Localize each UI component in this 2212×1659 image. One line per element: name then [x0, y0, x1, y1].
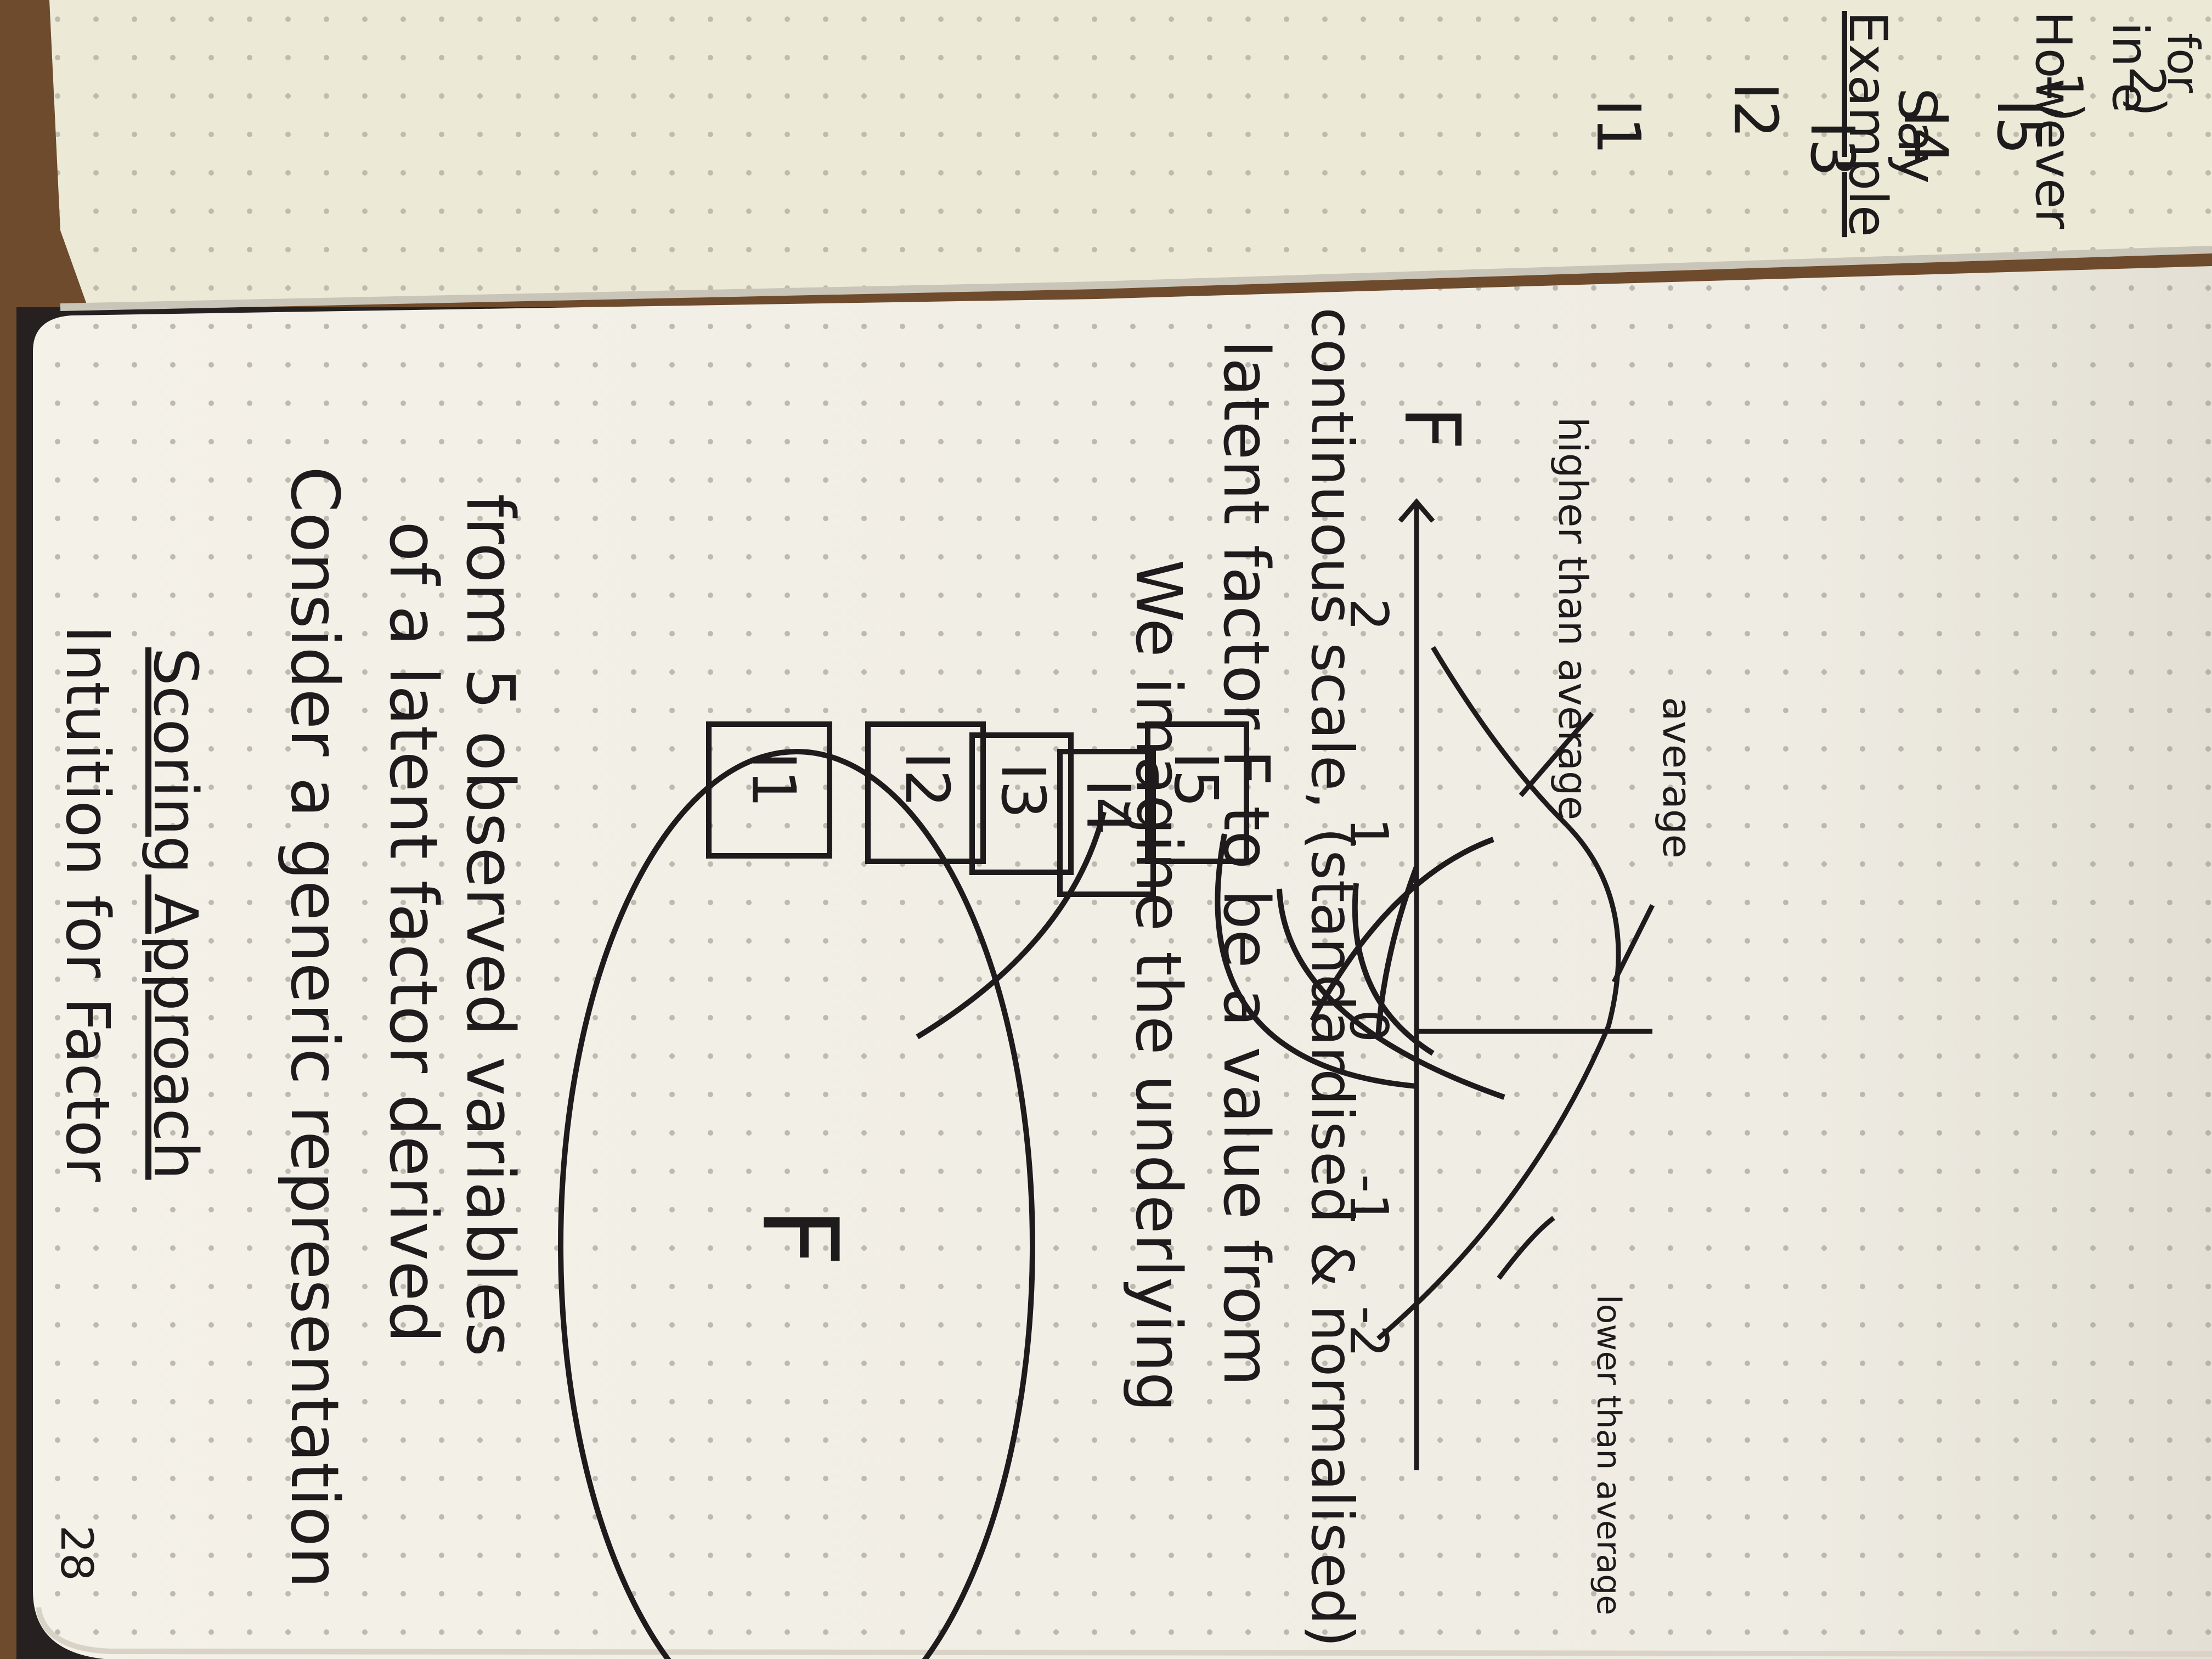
facing-item-i5: I5	[1984, 99, 2054, 155]
facing-page	[49, 0, 2212, 311]
indicator-box-i5	[1145, 721, 1249, 864]
indicator-box-i2	[865, 721, 986, 864]
arrow-lower	[1497, 1216, 1555, 1280]
main-page	[33, 266, 2212, 1659]
indicator-label-i1: I1	[738, 752, 809, 808]
bell-curve	[1376, 646, 1621, 1341]
label-higher: higher than average	[1550, 417, 1596, 820]
body-line-1: We imagine the underlying	[1121, 560, 1195, 1412]
factor-label: F	[739, 1207, 860, 1267]
title-line-1: Intuition for Factor	[53, 625, 123, 1182]
tick-minus-1: -1	[1338, 1174, 1398, 1226]
facing-item-i3: I3	[1797, 121, 1867, 177]
indicator-box-i1	[706, 721, 832, 859]
facing-item-i1: I1	[1583, 99, 1654, 155]
intro-line-1: Consider a generic representation	[276, 466, 352, 1588]
facing-say: Say	[1887, 88, 1947, 184]
facing-item-i4: I4	[1891, 110, 1961, 166]
body-line-2: latent factor F to be a value from	[1209, 340, 1283, 1386]
indicator-label-i4: I4	[1073, 779, 1143, 835]
bell-curve-sketch	[1376, 498, 1655, 1470]
facing-example: Example	[1837, 11, 1898, 237]
facing-line-3: for	[2158, 33, 2209, 93]
arrow-higher	[1519, 712, 1594, 797]
tick-minus-2: -2	[1338, 1306, 1398, 1358]
facing-item-i2: I2	[1720, 82, 1791, 138]
facing-line-4: 1)	[2035, 71, 2093, 122]
indicator-box-i4	[1057, 749, 1156, 897]
title-line-2: Scoring Approach	[140, 647, 211, 1180]
indicator-label-i5: I5	[1161, 752, 1231, 808]
facing-line-5: 2)	[2118, 66, 2175, 116]
factor-ellipse	[558, 749, 1035, 1659]
page-number: 28	[51, 1525, 102, 1581]
indicator-box-i3	[969, 732, 1074, 875]
factor-diagram	[558, 721, 1505, 1659]
indicator-label-i3: I3	[988, 763, 1058, 819]
label-average: average	[1654, 697, 1700, 859]
tick-2: 2	[1338, 598, 1398, 631]
tick-1: 1	[1338, 817, 1398, 850]
facing-line-1: However	[2024, 11, 2082, 229]
axis-label-f: F	[1387, 406, 1476, 450]
intro-line-2: of a latent factor derived	[375, 521, 451, 1343]
arrow-average	[1611, 904, 1655, 984]
axis-arrow	[1398, 498, 1435, 523]
indicator-label-i2: I2	[892, 752, 962, 808]
intro-line-3: from 5 observed variables	[452, 494, 528, 1357]
label-lower: lower than average	[1589, 1295, 1628, 1615]
tick-zero: 0	[1338, 1009, 1398, 1042]
facing-line-2: in e	[2101, 22, 2159, 113]
body-line-3: continuous scale, (standardised & normal…	[1299, 307, 1365, 1647]
